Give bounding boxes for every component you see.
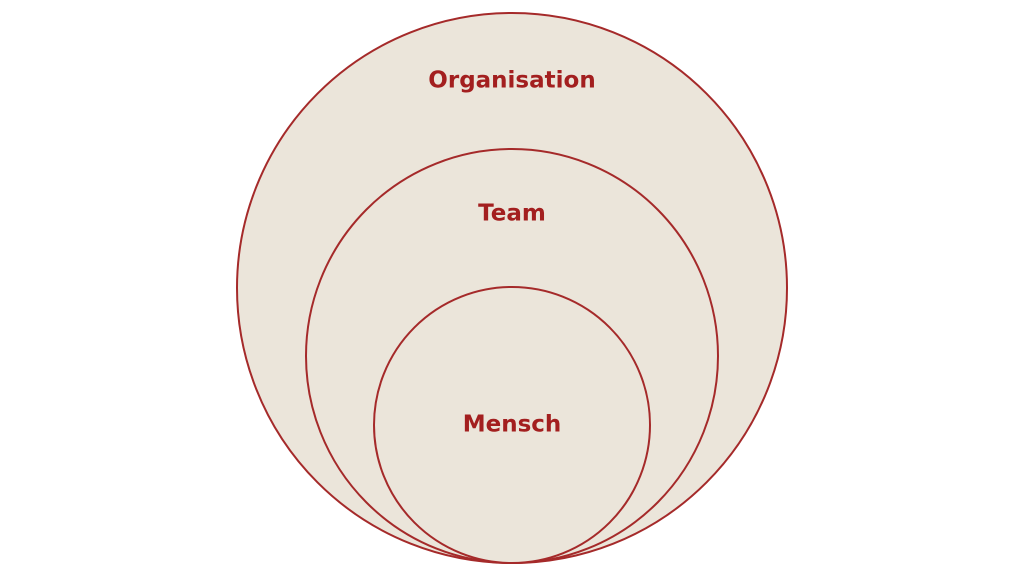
label-mensch: Mensch [463,412,562,438]
label-organisation: Organisation [428,68,595,94]
label-team: Team [478,201,546,227]
circle-mensch [373,286,651,564]
